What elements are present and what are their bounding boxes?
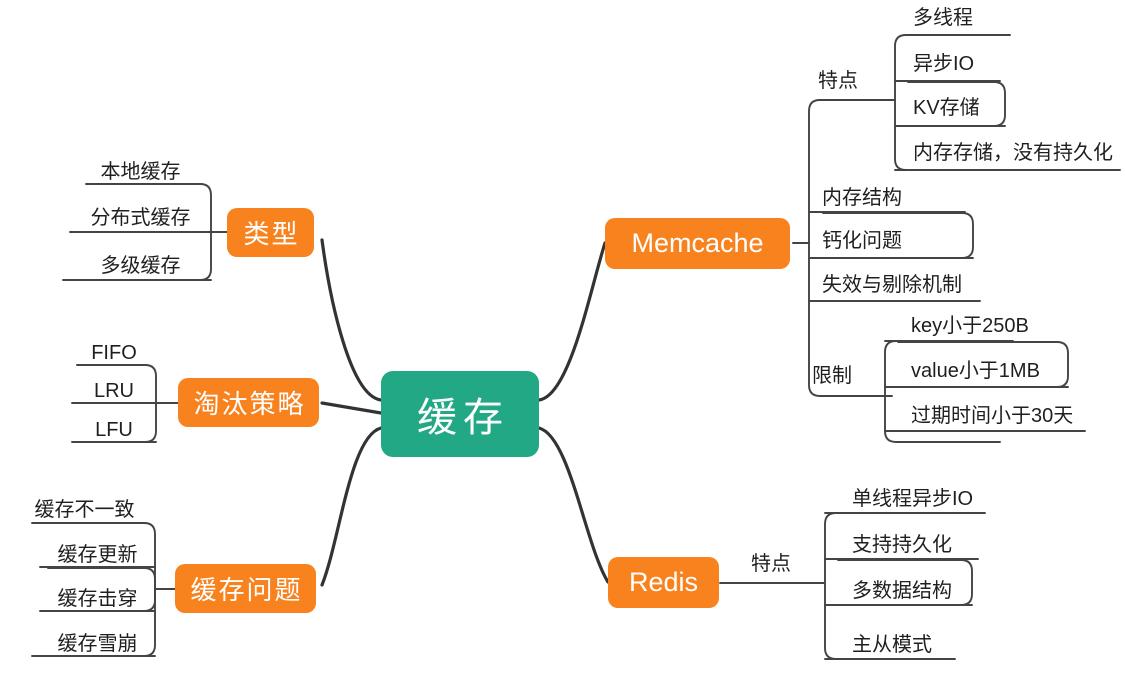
edge-root-problems: [320, 426, 383, 587]
leaf-mc-features-0-label: 多线程: [913, 7, 973, 29]
branch-node-problems[interactable]: 缓存问题: [175, 564, 316, 613]
leaf-redis-features-2[interactable]: 多数据结构: [852, 579, 952, 603]
edge-root-eviction: [320, 401, 383, 415]
leaf-mc-direct-2-label: 失效与剔除机制: [822, 274, 962, 296]
leaf-type-2[interactable]: 多级缓存: [70, 254, 211, 278]
root-node-label: 缓存: [417, 396, 509, 440]
branch-node-memcache[interactable]: Memcache: [605, 218, 790, 269]
leaf-mc-features-2[interactable]: KV存储: [913, 96, 980, 120]
leaf-eviction-0-label: FIFO: [91, 342, 137, 364]
leaf-mc-features-3-label: 内存存储，没有持久化: [913, 142, 1113, 164]
leaf-mc-limits-2-label: 过期时间小于30天: [911, 405, 1074, 427]
leaf-redis-features-3[interactable]: 主从模式: [852, 633, 932, 657]
leaf-eviction-2-label: LFU: [95, 419, 133, 441]
leaf-problems-2-label: 缓存击穿: [57, 588, 138, 610]
branch-node-redis-label: Redis: [628, 567, 699, 597]
leaf-mc-features-0[interactable]: 多线程: [913, 6, 973, 30]
root-node[interactable]: 缓存: [381, 371, 539, 457]
branch-node-type-label: 类型: [243, 219, 300, 249]
leaf-mc-direct-1-label: 钙化问题: [822, 230, 902, 252]
leaf-redis-features-3-label: 主从模式: [852, 634, 932, 656]
leaf-mc-limits-0[interactable]: key小于250B: [911, 314, 1029, 338]
midlabel-memcache-features: 特点: [818, 64, 858, 93]
leaf-type-0-label: 本地缓存: [100, 161, 181, 183]
leaf-problems-3[interactable]: 缓存雪崩: [40, 632, 155, 656]
edge-root-type: [320, 238, 383, 402]
midlabel-redis-features: 特点: [751, 547, 791, 576]
leaf-eviction-1-label: LRU: [93, 380, 134, 402]
leaf-redis-features-1-label: 支持持久化: [852, 534, 952, 556]
branch-node-eviction-label: 淘汰策略: [193, 389, 306, 419]
branch-node-problems-label: 缓存问题: [190, 575, 303, 605]
leaf-redis-features-0[interactable]: 单线程异步IO: [852, 487, 973, 511]
leaf-type-1[interactable]: 分布式缓存: [70, 206, 211, 230]
leaf-mc-limits-2[interactable]: 过期时间小于30天: [911, 404, 1073, 428]
branch-node-eviction[interactable]: 淘汰策略: [178, 378, 319, 427]
midlabel-redis-features-text: 特点: [751, 553, 791, 575]
branch-node-redis[interactable]: Redis: [608, 557, 719, 608]
branch-node-memcache-label: Memcache: [631, 228, 764, 258]
leaf-problems-3-label: 缓存雪崩: [57, 633, 138, 655]
leaf-mc-direct-0[interactable]: 内存结构: [822, 186, 902, 210]
midlabel-memcache-limits: 限制: [812, 359, 852, 388]
midlabel-memcache-features-text: 特点: [818, 70, 858, 92]
edge-root-redis: [537, 426, 610, 584]
leaf-mc-direct-0-label: 内存结构: [822, 187, 902, 209]
leaf-mc-limits-0-label: key小于250B: [911, 315, 1029, 337]
leaf-type-0[interactable]: 本地缓存: [70, 160, 211, 184]
edge-root-memcache: [537, 241, 607, 402]
leaf-problems-1-label: 缓存更新: [57, 544, 138, 566]
midlabel-memcache-limits-text: 限制: [812, 365, 852, 387]
leaf-problems-1[interactable]: 缓存更新: [40, 543, 155, 567]
leaf-problems-2[interactable]: 缓存击穿: [40, 587, 155, 611]
leaf-mc-direct-2[interactable]: 失效与剔除机制: [822, 273, 962, 297]
leaf-eviction-1[interactable]: LRU: [72, 379, 156, 403]
leaf-type-2-label: 多级缓存: [100, 255, 181, 277]
leaf-redis-features-2-label: 多数据结构: [852, 580, 952, 602]
leaf-mc-direct-1[interactable]: 钙化问题: [822, 229, 902, 253]
leaf-eviction-0[interactable]: FIFO: [72, 341, 156, 365]
leaf-redis-features-1[interactable]: 支持持久化: [852, 533, 952, 557]
leaf-mc-features-3[interactable]: 内存存储，没有持久化: [913, 141, 1113, 165]
leaf-mc-features-2-label: KV存储: [913, 97, 980, 119]
branch-node-type[interactable]: 类型: [227, 208, 314, 257]
leaf-problems-0-label: 缓存不一致: [34, 499, 135, 521]
leaf-mc-features-1-label: 异步IO: [913, 53, 975, 75]
leaf-type-1-label: 分布式缓存: [90, 207, 191, 229]
leaf-mc-limits-1[interactable]: value小于1MB: [911, 359, 1040, 383]
leaf-eviction-2[interactable]: LFU: [72, 418, 156, 442]
leaf-mc-features-1[interactable]: 异步IO: [913, 52, 974, 76]
leaf-problems-0[interactable]: 缓存不一致: [22, 498, 147, 522]
leaf-redis-features-0-label: 单线程异步IO: [852, 488, 974, 510]
leaf-mc-limits-1-label: value小于1MB: [911, 360, 1040, 382]
